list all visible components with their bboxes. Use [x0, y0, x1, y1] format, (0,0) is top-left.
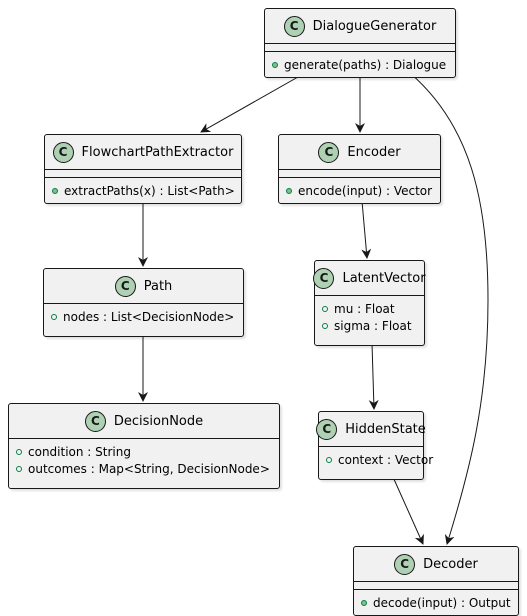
- class-latentvector[interactable]: C LatentVector mu : Float sigma : Float: [313, 260, 426, 346]
- member-text: sigma : Float: [334, 318, 412, 333]
- public-visibility-icon: [326, 456, 332, 463]
- member-text: condition : String: [28, 444, 131, 459]
- class-header: C DecisionNode: [9, 404, 279, 439]
- class-header: C Encoder: [279, 135, 440, 170]
- class-stereotype-icon: C: [283, 15, 305, 37]
- member-text: outcomes : Map<String, DecisionNode>: [28, 461, 270, 476]
- empty-methods-section: [319, 472, 423, 479]
- empty-fields-section: [279, 170, 440, 178]
- class-stereotype-icon: C: [318, 141, 340, 163]
- empty-methods-section: [44, 329, 243, 336]
- member-text: mu : Float: [334, 301, 395, 316]
- empty-fields-section: [45, 170, 241, 178]
- class-name: Decoder: [423, 556, 478, 572]
- fields-section: nodes : List<DecisionNode>: [44, 304, 243, 329]
- member-text: generate(paths) : Dialogue: [284, 57, 447, 72]
- class-name: FlowchartPathExtractor: [81, 144, 234, 160]
- public-visibility-icon: [361, 599, 367, 606]
- class-field: sigma : Float: [315, 317, 424, 334]
- class-method: encode(input) : Vector: [279, 182, 440, 199]
- class-stereotype-icon: C: [52, 141, 74, 163]
- class-stereotype-icon: C: [313, 267, 335, 289]
- class-decoder[interactable]: C Decoder decode(input) : Output: [353, 546, 519, 616]
- public-visibility-icon: [16, 448, 22, 455]
- class-stereotype-icon: C: [114, 275, 136, 297]
- class-dialoguegenerator[interactable]: C DialogueGenerator generate(paths) : Dial…: [264, 8, 456, 78]
- class-stereotype-icon: C: [394, 553, 416, 575]
- class-method: extractPaths(x) : List<Path>: [45, 182, 241, 199]
- class-name: Encoder: [347, 144, 401, 160]
- class-name: LatentVector: [342, 270, 426, 286]
- member-text: context : Vector: [338, 452, 434, 467]
- class-header: C Decoder: [354, 547, 518, 582]
- class-field: context : Vector: [319, 451, 433, 468]
- class-decisionnode[interactable]: C DecisionNode condition : String outcomes …: [8, 403, 280, 489]
- edge-latentvector-to-hiddenstate: [368, 342, 379, 410]
- empty-fields-section: [354, 582, 518, 590]
- methods-section: decode(input) : Output: [354, 590, 518, 615]
- class-name: Path: [143, 278, 173, 294]
- class-path[interactable]: C Path nodes : List<DecisionNode>: [43, 268, 244, 337]
- edge-dialoguegenerator-to-decoder: [409, 72, 489, 545]
- edge-dialoguegenerator-to-flowchartpathextractor: [200, 72, 306, 133]
- class-name: DialogueGenerator: [312, 18, 437, 34]
- public-visibility-icon: [272, 61, 278, 68]
- public-visibility-icon: [322, 305, 328, 312]
- public-visibility-icon: [286, 187, 292, 194]
- class-field: nodes : List<DecisionNode>: [44, 308, 243, 325]
- member-text: nodes : List<DecisionNode>: [63, 309, 235, 324]
- class-stereotype-icon: C: [84, 410, 106, 432]
- class-name: DecisionNode: [113, 413, 204, 429]
- member-text: decode(input) : Output: [373, 595, 511, 610]
- class-header: C HiddenState: [316, 412, 426, 447]
- class-field: mu : Float: [315, 300, 424, 317]
- class-header: C Path: [44, 269, 243, 304]
- class-header: C DialogueGenerator: [265, 9, 455, 44]
- class-method: generate(paths) : Dialogue: [265, 56, 455, 73]
- public-visibility-icon: [51, 313, 57, 320]
- class-flowchartpathextractor[interactable]: C FlowchartPathExtractor extractPaths(x) :…: [44, 134, 242, 204]
- fields-section: context : Vector: [319, 447, 433, 472]
- public-visibility-icon: [16, 465, 22, 472]
- edge-encoder-to-latentvector: [361, 200, 372, 259]
- empty-methods-section: [9, 481, 279, 488]
- class-header: C FlowchartPathExtractor: [45, 135, 241, 170]
- class-header: C LatentVector: [313, 261, 426, 296]
- fields-section: mu : Float sigma : Float: [315, 296, 424, 338]
- empty-fields-section: [265, 44, 455, 52]
- methods-section: generate(paths) : Dialogue: [265, 52, 455, 77]
- class-field: outcomes : Map<String, DecisionNode>: [9, 460, 279, 477]
- methods-section: extractPaths(x) : List<Path>: [45, 178, 241, 203]
- class-stereotype-icon: C: [316, 418, 338, 440]
- class-hiddenstate[interactable]: C HiddenState context : Vector: [316, 411, 433, 480]
- member-text: extractPaths(x) : List<Path>: [64, 183, 235, 198]
- methods-section: encode(input) : Vector: [279, 178, 440, 203]
- fields-section: condition : String outcomes : Map<String,…: [9, 439, 279, 481]
- edge-hiddenstate-to-decoder: [392, 476, 424, 545]
- class-name: HiddenState: [345, 421, 426, 437]
- class-field: condition : String: [9, 443, 279, 460]
- public-visibility-icon: [322, 322, 328, 329]
- public-visibility-icon: [52, 187, 58, 194]
- class-method: decode(input) : Output: [354, 594, 518, 611]
- class-encoder[interactable]: C Encoder encode(input) : Vector: [278, 134, 441, 204]
- member-text: encode(input) : Vector: [298, 183, 433, 198]
- empty-methods-section: [315, 338, 424, 345]
